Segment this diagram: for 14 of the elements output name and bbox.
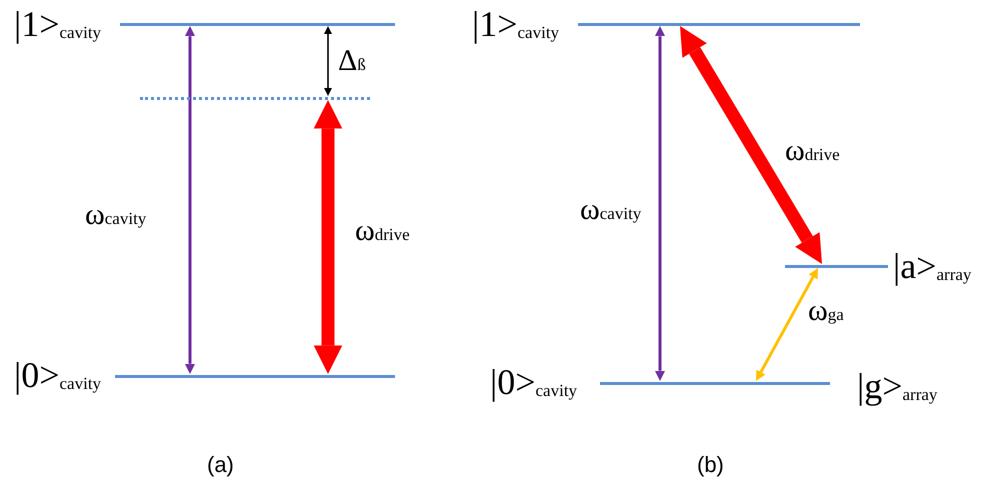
double-arrow xyxy=(324,26,332,96)
state-label: |0>$_{cavity}$ xyxy=(14,355,102,397)
double-arrow xyxy=(654,26,666,381)
panel-label: (b) xyxy=(697,452,724,478)
state-label: |g>$_{array}$ xyxy=(857,366,938,408)
double-arrow xyxy=(184,26,196,374)
double-arrow xyxy=(314,100,342,374)
double-arrow xyxy=(756,268,818,381)
state-label: |1>$_{cavity}$ xyxy=(14,4,102,46)
state-label: |0>$_{cavity}$ xyxy=(490,362,578,404)
double-arrow xyxy=(680,26,822,264)
state-label: |1>$_{cavity}$ xyxy=(472,4,560,46)
panel-label: (a) xyxy=(207,452,234,478)
state-label: |a>$_{array}$ xyxy=(893,246,972,288)
